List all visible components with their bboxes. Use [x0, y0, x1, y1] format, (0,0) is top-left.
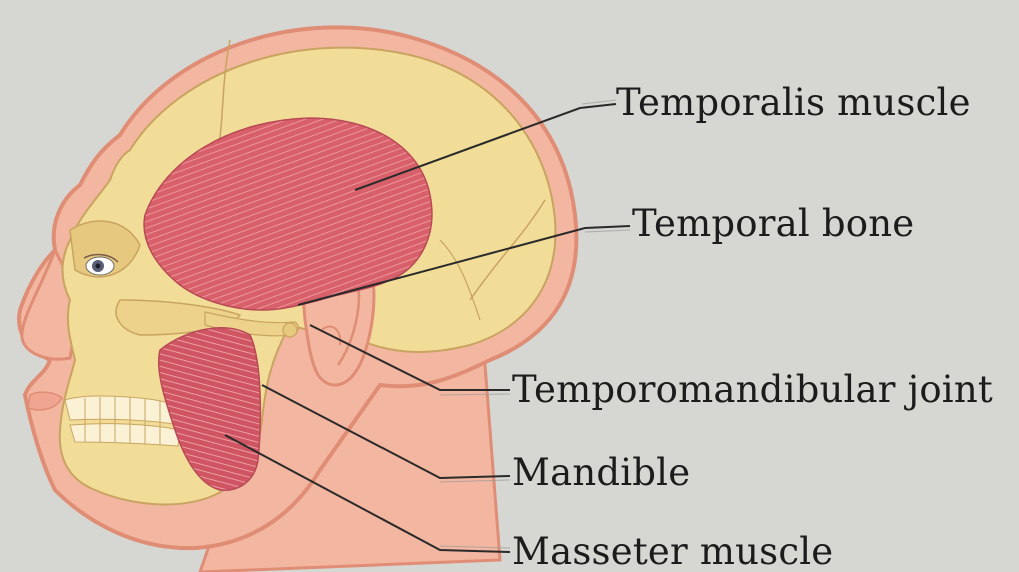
label-temporal-bone: Temporal bone — [632, 205, 914, 242]
label-temporalis-muscle: Temporalis muscle — [616, 84, 971, 121]
tmj-joint — [283, 323, 297, 337]
label-mandible: Mandible — [512, 454, 690, 491]
label-temporomandibular-joint: Temporomandibular joint — [512, 371, 993, 408]
label-masseter-muscle: Masseter muscle — [512, 533, 833, 570]
